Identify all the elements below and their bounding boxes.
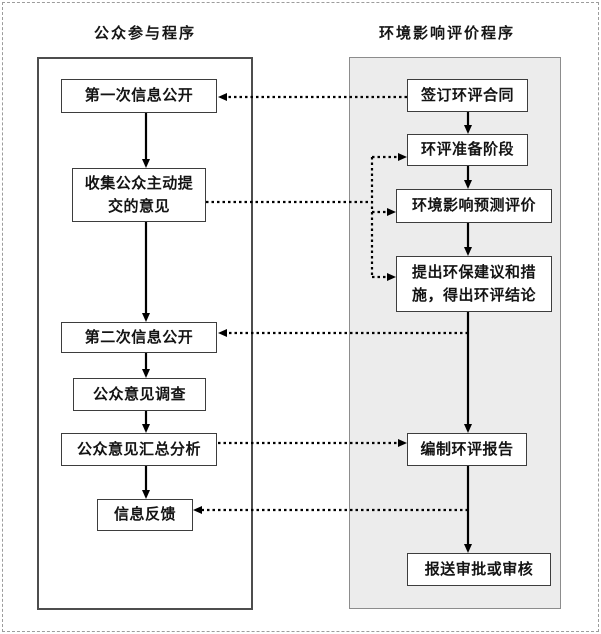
node-proposals-and-eia-conclusion: 提出环保建议和措 施，得出环评结论 <box>396 256 552 312</box>
node-submit-for-approval-or-review: 报送审批或审核 <box>407 553 551 586</box>
right-column-title: 环境影响评价程序 <box>378 24 515 42</box>
node-second-information-disclosure: 第二次信息公开 <box>61 322 217 353</box>
node-impact-prediction-evaluation: 环境影响预测评价 <box>396 189 552 223</box>
node-collect-public-opinions: 收集公众主动提 交的意见 <box>72 168 206 222</box>
node-sign-eia-contract: 签订环评合同 <box>407 79 528 112</box>
left-column-title: 公众参与程序 <box>93 24 196 42</box>
node-eia-preparation-stage: 环评准备阶段 <box>407 134 528 166</box>
node-compile-eia-report: 编制环评报告 <box>407 433 527 466</box>
node-information-feedback: 信息反馈 <box>97 499 193 531</box>
node-public-opinion-survey: 公众意见调查 <box>73 378 206 411</box>
node-opinion-summary-analysis: 公众意见汇总分析 <box>61 433 217 466</box>
node-first-information-disclosure: 第一次信息公开 <box>61 79 217 113</box>
